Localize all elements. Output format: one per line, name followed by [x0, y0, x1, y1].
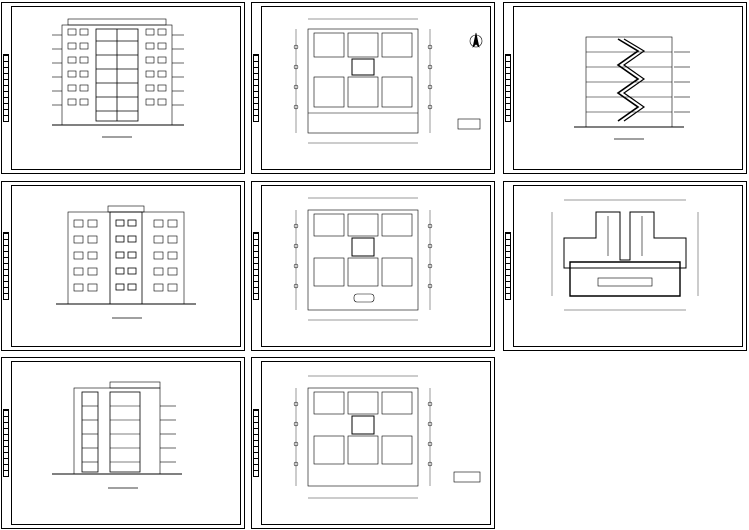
title-strip	[253, 232, 259, 300]
floor-plan-drawing	[293, 197, 433, 321]
sheet-border	[513, 6, 743, 170]
axis-bubbles	[293, 44, 433, 110]
level-marks	[160, 405, 176, 463]
sheet-border	[261, 361, 491, 525]
axis-bubbles	[293, 223, 433, 289]
section-drawing	[574, 36, 690, 140]
title-strip	[505, 54, 511, 122]
sheet-floor-plan-1[interactable]	[251, 2, 495, 174]
floor-plan-drawing	[293, 375, 481, 499]
dimension-lines	[295, 18, 431, 144]
title-strip	[253, 54, 259, 122]
level-marks	[674, 51, 690, 113]
sheet-floor-plan-3[interactable]	[251, 357, 495, 529]
balcony-lines	[82, 405, 140, 463]
sheet-border	[513, 185, 743, 347]
roof-plan-drawing	[551, 199, 699, 311]
window-grid	[73, 219, 178, 292]
stair-tower	[109, 211, 143, 305]
sheet-border	[11, 6, 241, 170]
sheet-border	[261, 185, 491, 347]
north-arrow-icon	[469, 32, 483, 48]
stair-flights	[616, 38, 640, 122]
title-strip	[3, 232, 9, 300]
title-block	[453, 471, 481, 483]
sheet-roof-plan[interactable]	[503, 181, 747, 351]
front-elevation-drawing	[52, 18, 184, 138]
sheet-front-elevation[interactable]	[1, 2, 245, 174]
title-strip	[3, 409, 9, 477]
sheet-back-elevation[interactable]	[1, 181, 245, 351]
floor-plan-drawing	[293, 18, 483, 144]
dimension-lines	[295, 375, 431, 499]
sheet-side-elevation[interactable]	[1, 357, 245, 529]
sheet-floor-plan-2[interactable]	[251, 181, 495, 351]
dimension-lines	[551, 199, 699, 311]
dimension-lines	[295, 197, 431, 321]
title-strip	[253, 409, 259, 477]
sheet-border	[11, 361, 241, 525]
sheet-section[interactable]	[503, 2, 747, 174]
side-elevation-drawing	[52, 381, 182, 489]
axis-bubbles	[293, 401, 433, 467]
balcony-stack	[95, 28, 139, 122]
back-elevation-drawing	[56, 205, 196, 319]
window-grid	[67, 28, 167, 106]
title-strip	[3, 54, 9, 122]
level-marks	[52, 34, 184, 106]
sheet-border	[11, 185, 241, 347]
title-block	[457, 118, 481, 130]
sheet-border	[261, 6, 491, 170]
title-strip	[505, 232, 511, 300]
